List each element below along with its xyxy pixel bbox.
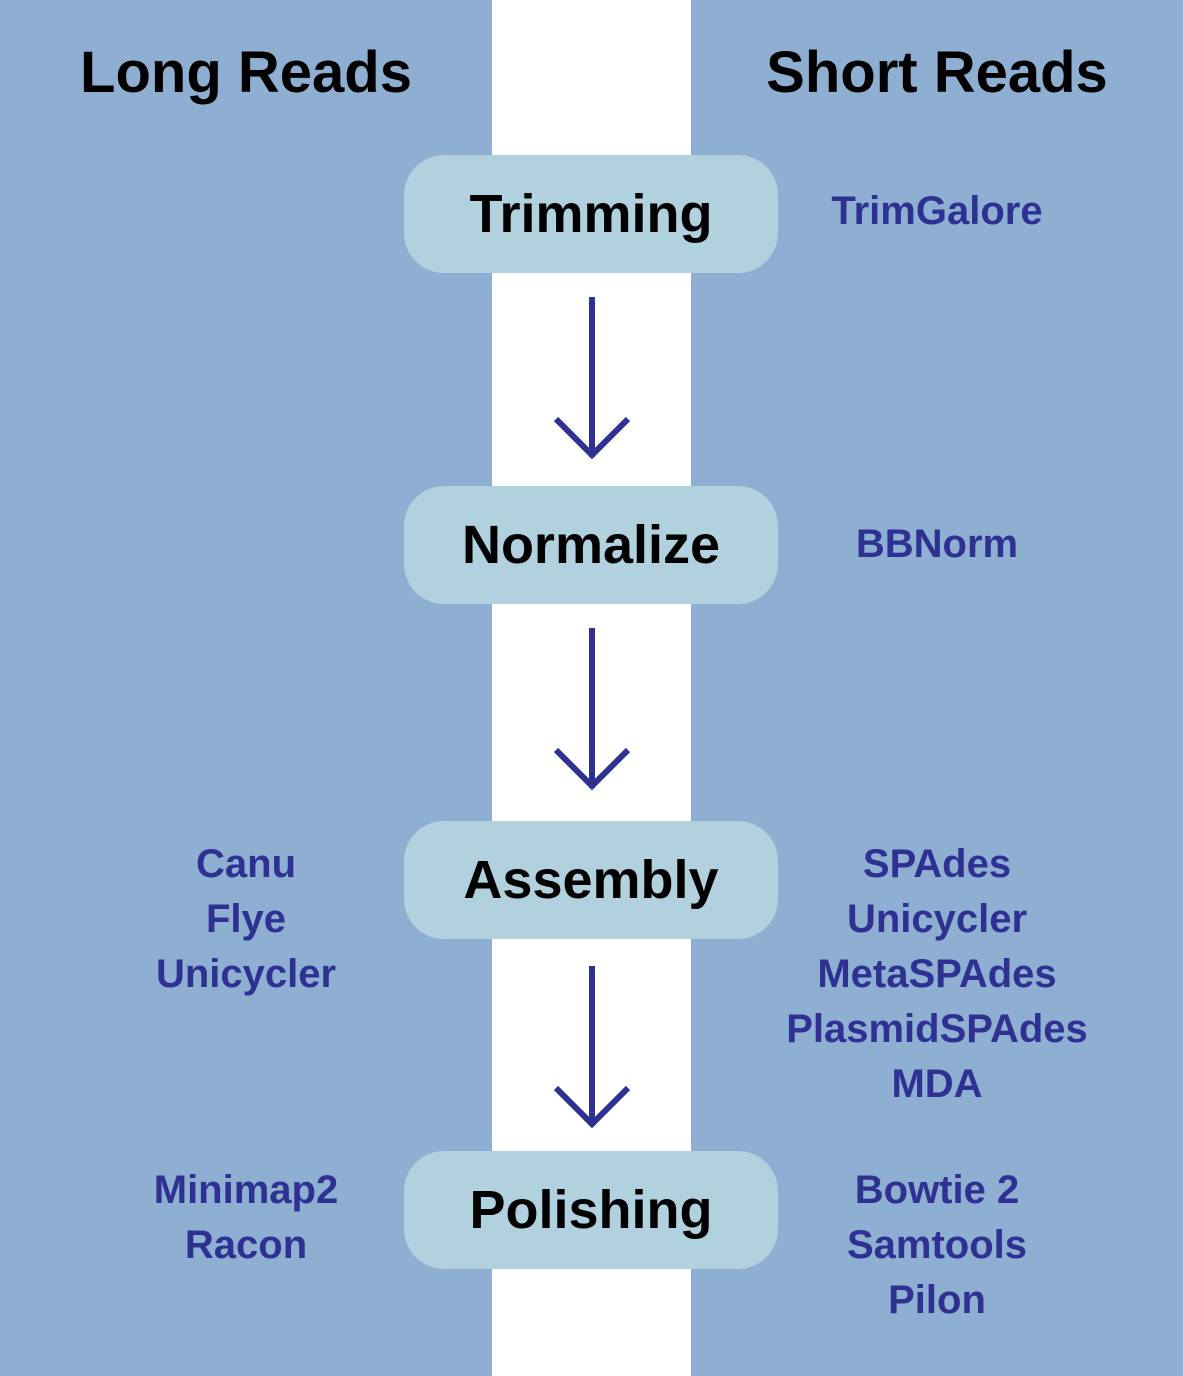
tool-label: PlasmidSPAdes bbox=[786, 1007, 1088, 1051]
tool-label: Unicycler bbox=[846, 897, 1028, 941]
assembly-long-tools: Canu Flye Unicycler bbox=[0, 837, 492, 1002]
tool-label: Canu bbox=[196, 842, 296, 886]
tool-label: Flye bbox=[205, 897, 287, 941]
tool-label: MDA bbox=[891, 1062, 983, 1106]
polishing-short-tools: Bowtie 2 Samtools Pilon bbox=[691, 1163, 1183, 1328]
tool-label: Unicycler bbox=[155, 952, 337, 996]
tool-label: TrimGalore bbox=[831, 189, 1043, 233]
step-polishing: Polishing bbox=[404, 1151, 778, 1269]
tool-label: BBNorm bbox=[855, 522, 1019, 566]
tool-label: Racon bbox=[184, 1223, 308, 1267]
normalize-short-tools: BBNorm bbox=[691, 517, 1183, 572]
long-reads-title: Long Reads bbox=[80, 40, 412, 105]
tool-label: Bowtie 2 bbox=[854, 1168, 1020, 1212]
assembly-short-tools: SPAdes Unicycler MetaSPAdes PlasmidSPAde… bbox=[691, 837, 1183, 1112]
tool-label: SPAdes bbox=[862, 842, 1012, 886]
step-normalize: Normalize bbox=[404, 486, 778, 604]
tool-label: MetaSPAdes bbox=[817, 952, 1057, 996]
polishing-long-tools: Minimap2 Racon bbox=[0, 1163, 492, 1273]
short-reads-title: Short Reads bbox=[766, 40, 1108, 105]
tool-label: Minimap2 bbox=[153, 1168, 339, 1212]
tool-label: Pilon bbox=[888, 1278, 986, 1322]
arrow-assembly-to-polishing-icon bbox=[553, 966, 631, 1129]
step-trimming: Trimming bbox=[404, 155, 778, 273]
trimming-short-tools: TrimGalore bbox=[691, 184, 1183, 239]
step-assembly: Assembly bbox=[404, 821, 778, 939]
arrow-trimming-to-normalize-icon bbox=[553, 297, 631, 460]
tool-label: Samtools bbox=[846, 1223, 1028, 1267]
arrow-normalize-to-assembly-icon bbox=[553, 628, 631, 791]
